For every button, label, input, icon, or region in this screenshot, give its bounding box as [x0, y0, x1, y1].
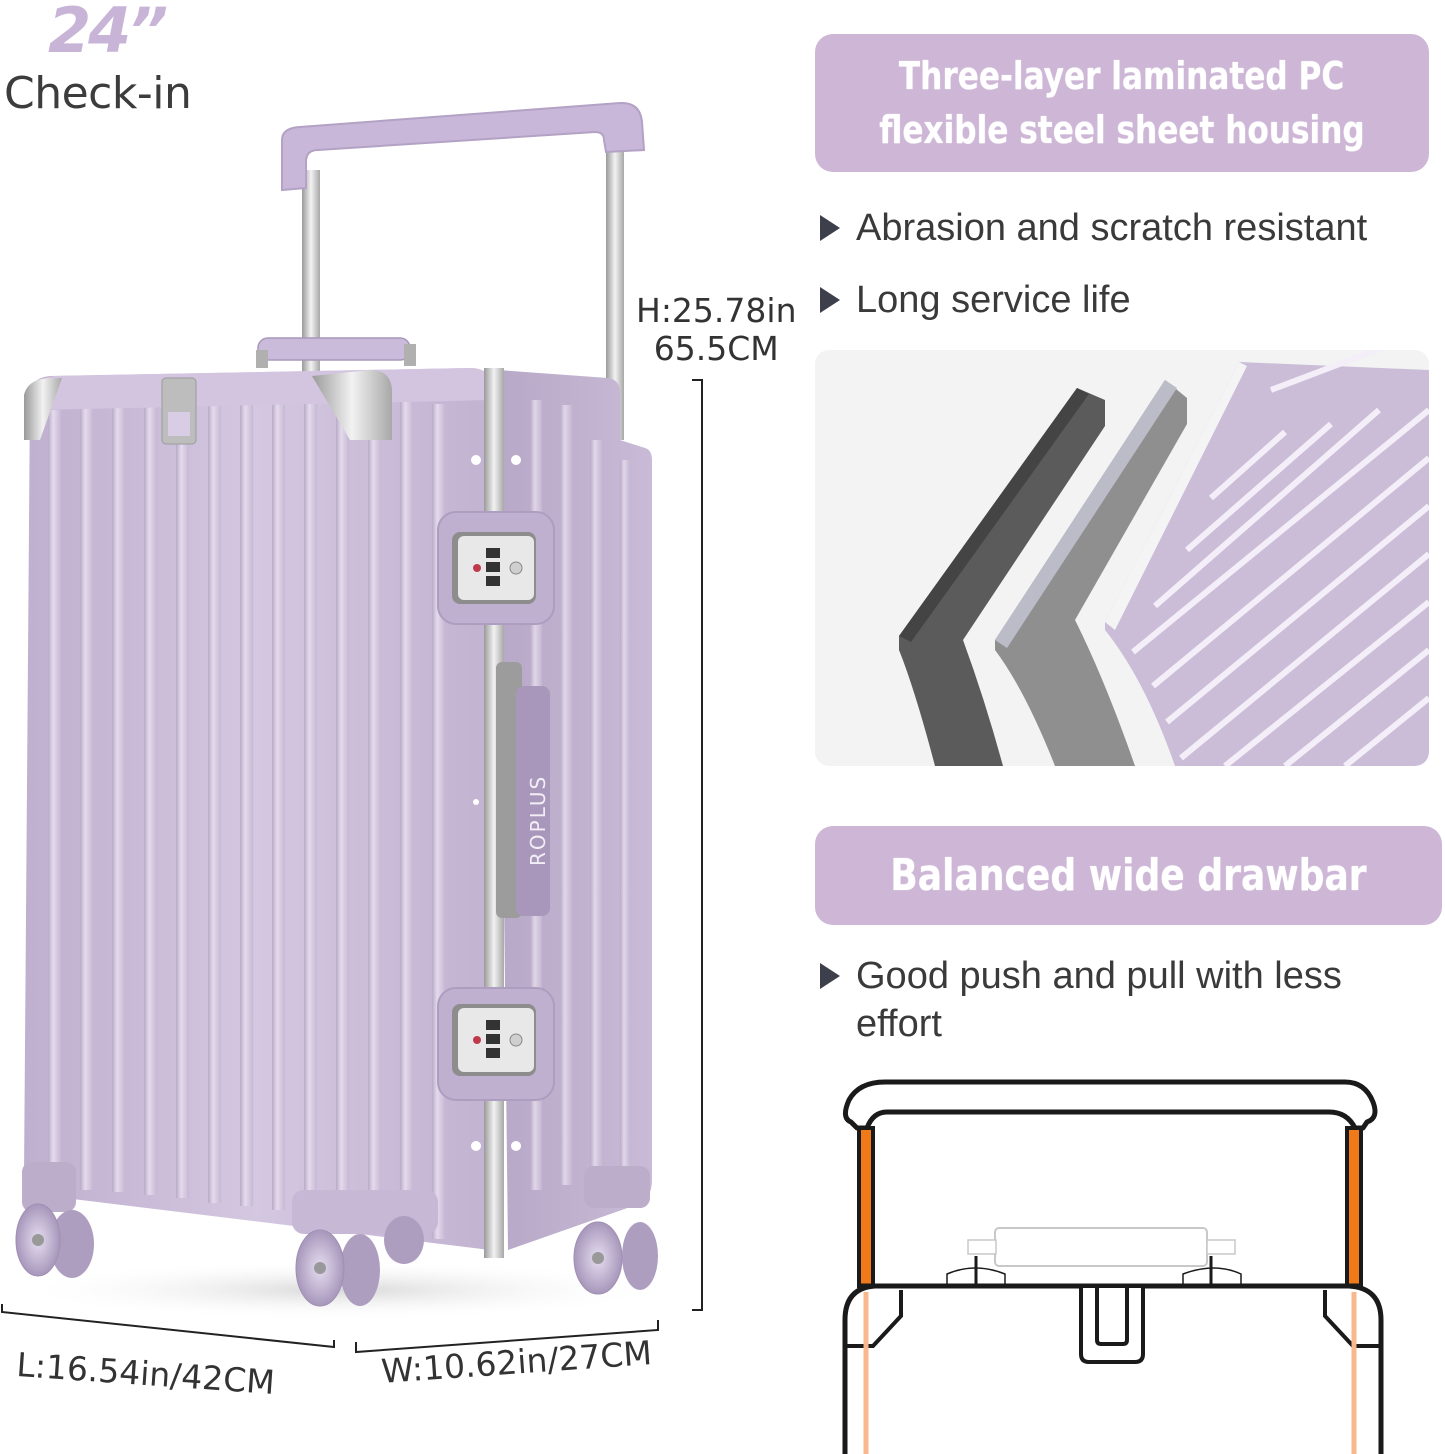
- size-label: 24”: [48, 0, 168, 67]
- triangle-bullet-icon: [820, 963, 840, 989]
- width-dimension: W:10.62in/27CM: [380, 1333, 654, 1391]
- banner-line-2: flexible steel sheet housing: [879, 108, 1365, 152]
- suitcase-illustration: ROPLUS: [10, 101, 670, 1320]
- luggage-type-label: Check-in: [4, 68, 192, 119]
- length-dimension: L:16.54in/42CM: [15, 1345, 277, 1402]
- height-inches: H:25.78in: [636, 291, 797, 330]
- tsa-lock-bottom: [452, 1004, 536, 1076]
- height-dimension: H:25.78in 65.5CM: [636, 292, 797, 368]
- three-layer-sheet-illustration: [815, 350, 1429, 766]
- wide-drawbar-diagram: [842, 1079, 1384, 1454]
- feature-banner-housing: Three-layer laminated PC flexible steel …: [815, 34, 1429, 172]
- height-cm: 65.5CM: [653, 329, 779, 368]
- feature-banner-drawbar: Balanced wide drawbar: [815, 826, 1442, 925]
- svg-text:ROPLUS: ROPLUS: [526, 775, 550, 866]
- feature-bullet: Good push and pull with less effort: [820, 952, 1420, 1048]
- feature-bullet: Long service life: [820, 276, 1440, 324]
- tsa-lock-top: [452, 532, 536, 604]
- banner-line-1: Balanced wide drawbar: [890, 850, 1367, 901]
- banner-line-1: Three-layer laminated PC: [899, 54, 1345, 98]
- feature-bullet: Abrasion and scratch resistant: [820, 204, 1440, 252]
- triangle-bullet-icon: [820, 215, 840, 241]
- triangle-bullet-icon: [820, 287, 840, 313]
